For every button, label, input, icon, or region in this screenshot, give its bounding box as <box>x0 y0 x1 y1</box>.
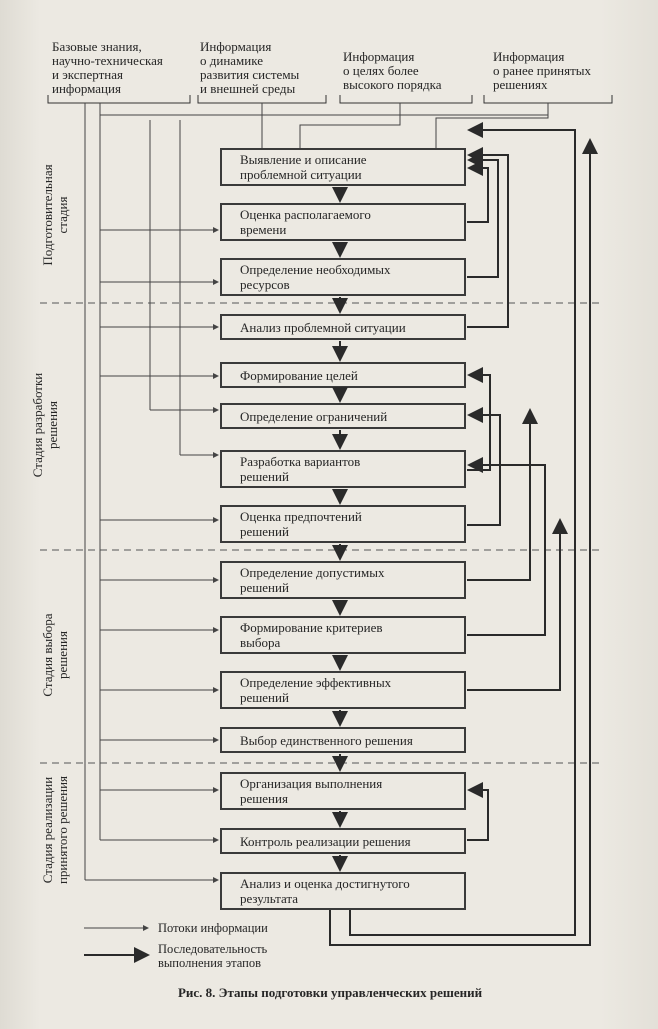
step-control-implementation: Контроль реализации решения <box>220 828 466 854</box>
step-define-constraints: Определение ограничений <box>220 403 466 429</box>
source-higher-goals-info: Информация о целях более высокого порядк… <box>343 49 442 92</box>
step-analyze-result: Анализ и оценка достигнутого результата <box>220 872 466 910</box>
header-brackets <box>47 95 613 104</box>
step-form-criteria: Формирование критериев выбора <box>220 616 466 654</box>
step-evaluate-preferences: Оценка предпочтений решений <box>220 505 466 543</box>
step-estimate-time: Оценка располагаемого времени <box>220 203 466 241</box>
legend-sequence: Последовательность выполнения этапов <box>158 942 268 970</box>
step-organize-execution: Организация выполнения решения <box>220 772 466 810</box>
step-analyze-problem: Анализ проблемной ситуации <box>220 314 466 340</box>
step-choose-single: Выбор единственного решения <box>220 727 466 753</box>
step-identify-problem: Выявление и описание проблемной ситуации <box>220 148 466 186</box>
legend <box>84 925 150 963</box>
stage-separators <box>40 302 600 764</box>
info-flow-branches <box>85 227 219 883</box>
step-determine-efficient: Определение эффективных решений <box>220 671 466 709</box>
step-determine-resources: Определение необходимых ресурсов <box>220 258 466 296</box>
info-flow-trunks <box>84 103 549 880</box>
figure-caption: Рис. 8. Этапы подготовки управленческих … <box>177 985 483 1000</box>
source-previous-decisions-info: Информация о ранее принятых решениях <box>493 49 592 92</box>
source-base-knowledge: Базовые знания, научно-техническая и экс… <box>52 39 163 96</box>
source-dynamics-info: Информация о динамике развития системы и… <box>200 39 300 96</box>
step-determine-admissible: Определение допустимых решений <box>220 561 466 599</box>
legend-info-flows: Потоки информации <box>158 921 268 935</box>
feedback-loops <box>329 122 598 946</box>
step-develop-options: Разработка вариантов решений <box>220 450 466 488</box>
